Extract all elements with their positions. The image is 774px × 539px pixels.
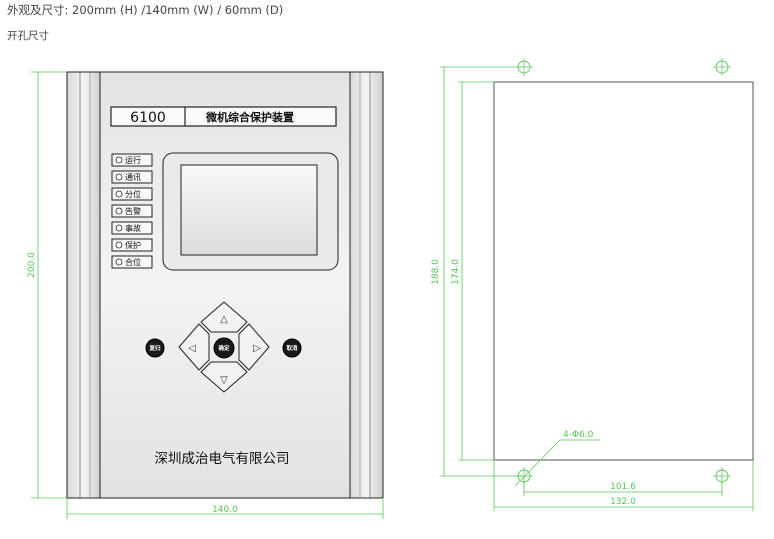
right-button[interactable]: ▷ [238, 323, 270, 371]
indicator-3: 告警 [111, 204, 153, 218]
front-panel [66, 71, 384, 499]
reset-button-label: 复归 [148, 344, 161, 352]
hole-spec-leader [514, 439, 600, 487]
led-icon [115, 241, 123, 249]
front-width-label: 140.0 [212, 505, 238, 515]
lcd-display [162, 152, 339, 271]
cutout-width-outer-label: 132.0 [610, 497, 636, 507]
cancel-button-label: 取消 [286, 344, 298, 352]
up-button[interactable]: △ [200, 301, 248, 333]
indicator-6: 合位 [111, 255, 153, 269]
spec-line: 外观及尺寸: 200mm (H) /140mm (W) / 60mm (D) [7, 3, 284, 17]
cutout-width-inner-label: 101.6 [610, 482, 636, 492]
lcd-screen [180, 164, 318, 256]
down-arrow-icon: ▽ [220, 375, 228, 386]
reset-button[interactable]: 复归 [145, 338, 165, 358]
indicator-label: 合位 [125, 257, 141, 267]
cutout-width-dimensions [493, 460, 754, 511]
left-rail [66, 71, 101, 499]
led-icon [115, 224, 123, 232]
cutout-height-inner-label: 174.0 [451, 259, 461, 285]
indicator-4: 事故 [111, 221, 153, 235]
indicator-5: 保护 [111, 238, 153, 252]
indicator-0: 运行 [111, 153, 153, 167]
confirm-button-label: 确定 [218, 344, 230, 352]
left-button[interactable]: ◁ [178, 323, 210, 371]
keypad: △ ▽ ◁ ▷ 确定 复归 取消 [145, 301, 302, 393]
led-icon [115, 207, 123, 215]
left-arrow-icon: ◁ [188, 343, 196, 354]
up-arrow-icon: △ [220, 314, 228, 325]
title-plate: 6100 微机综合保护装置 [110, 106, 337, 127]
cutout-title: 开孔尺寸 [7, 30, 49, 42]
indicator-label: 运行 [125, 155, 141, 165]
cutout-height-outer-label: 188.0 [431, 259, 441, 285]
indicator-1: 通讯 [111, 170, 153, 184]
down-button[interactable]: ▽ [200, 361, 248, 393]
cutout-height-dimensions [440, 66, 524, 477]
confirm-button[interactable]: 确定 [213, 337, 235, 359]
led-icon [115, 173, 123, 181]
mounting-hole-icon [713, 58, 731, 76]
led-icon [115, 156, 123, 164]
led-icon [115, 190, 123, 198]
indicator-label: 分位 [125, 189, 141, 199]
cancel-button[interactable]: 取消 [282, 338, 302, 358]
indicator-label: 事故 [125, 223, 141, 233]
right-arrow-icon: ▷ [253, 343, 261, 354]
indicator-label: 保护 [125, 240, 141, 250]
front-height-dimension [31, 71, 67, 499]
led-icon [115, 258, 123, 266]
hole-spec-label: 4-Φ6.0 [563, 430, 594, 440]
indicator-label: 通讯 [125, 172, 141, 182]
device-name: 微机综合保护装置 [205, 110, 294, 124]
indicator-2: 分位 [111, 187, 153, 201]
model-number: 6100 [130, 110, 166, 126]
front-width-dimension [66, 498, 384, 519]
front-height-label: 200.0 [27, 252, 37, 278]
indicator-label: 告警 [125, 206, 141, 216]
cutout-rectangle [493, 81, 754, 461]
company-name: 深圳成治电气有限公司 [155, 451, 290, 467]
right-rail [349, 71, 384, 499]
